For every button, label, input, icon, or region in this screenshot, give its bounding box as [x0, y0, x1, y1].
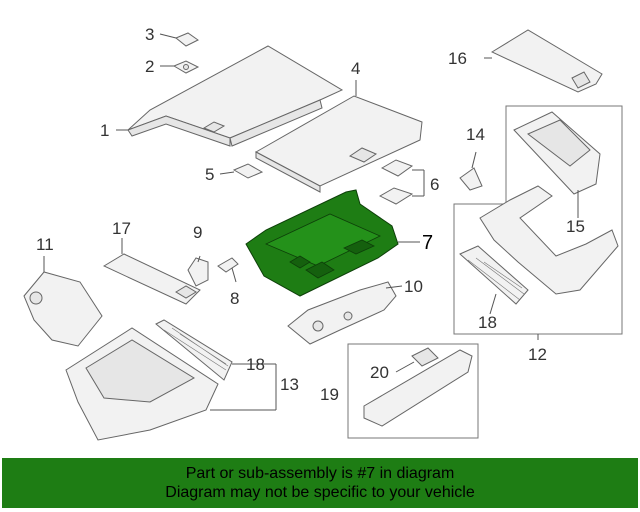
callout-2: 2 — [145, 57, 154, 76]
part-5-clip — [232, 163, 264, 179]
part-1-cargo-cover — [127, 45, 344, 147]
callout-4: 4 — [351, 59, 360, 78]
diagram-notice-banner: Part or sub-assembly is #7 in diagram Di… — [2, 458, 638, 508]
callout-9: 9 — [193, 223, 202, 242]
part-13-storage-tub — [65, 327, 219, 441]
part-7-highlighted-tray — [245, 189, 399, 297]
callout-11: 11 — [36, 235, 54, 254]
part-16-cover — [490, 29, 603, 93]
callout-18-left: 18 — [246, 355, 265, 374]
part-9-bracket — [187, 257, 209, 287]
part-14-clip — [459, 167, 483, 191]
callout-14: 14 — [466, 125, 485, 144]
part-4-floor-board — [254, 95, 423, 193]
part-11-side-trim — [23, 271, 103, 347]
callout-18-right: 18 — [478, 313, 497, 332]
callout-13: 13 — [280, 375, 299, 394]
part-18-net-left — [155, 319, 233, 381]
exploded-parts-diagram: 3 2 1 4 5 6 7 8 9 10 11 12 13 14 15 16 1… — [23, 25, 623, 441]
banner-line-2: Diagram may not be specific to your vehi… — [165, 484, 475, 501]
banner-line-1: Part or sub-assembly is #7 in diagram — [185, 465, 455, 482]
part-2-clip — [172, 60, 200, 74]
part-6-brackets — [378, 159, 414, 205]
callout-19: 19 — [320, 385, 339, 404]
callout-20: 20 — [370, 363, 389, 382]
callout-8: 8 — [230, 289, 239, 308]
leader-lines — [43, 33, 579, 411]
callout-10: 10 — [404, 277, 423, 296]
callout-16: 16 — [448, 49, 467, 68]
part-8-bracket — [217, 257, 239, 273]
part-12-assembly-box — [453, 105, 623, 335]
callout-7-selected: 7 — [422, 232, 433, 254]
callout-12: 12 — [528, 345, 547, 364]
callout-6: 6 — [430, 175, 439, 194]
part-17-side-panel — [102, 253, 201, 305]
callout-5: 5 — [205, 165, 214, 184]
callout-1: 1 — [100, 121, 109, 140]
callout-labels: 3 2 1 4 5 6 7 8 9 10 11 12 13 14 15 16 1… — [36, 25, 585, 404]
callout-3: 3 — [145, 25, 154, 44]
part-19-sill-box — [347, 343, 479, 439]
part-10-lower-bracket — [287, 281, 397, 345]
part-3-clip — [175, 32, 199, 47]
callout-17: 17 — [112, 219, 131, 238]
callout-15: 15 — [566, 217, 585, 236]
